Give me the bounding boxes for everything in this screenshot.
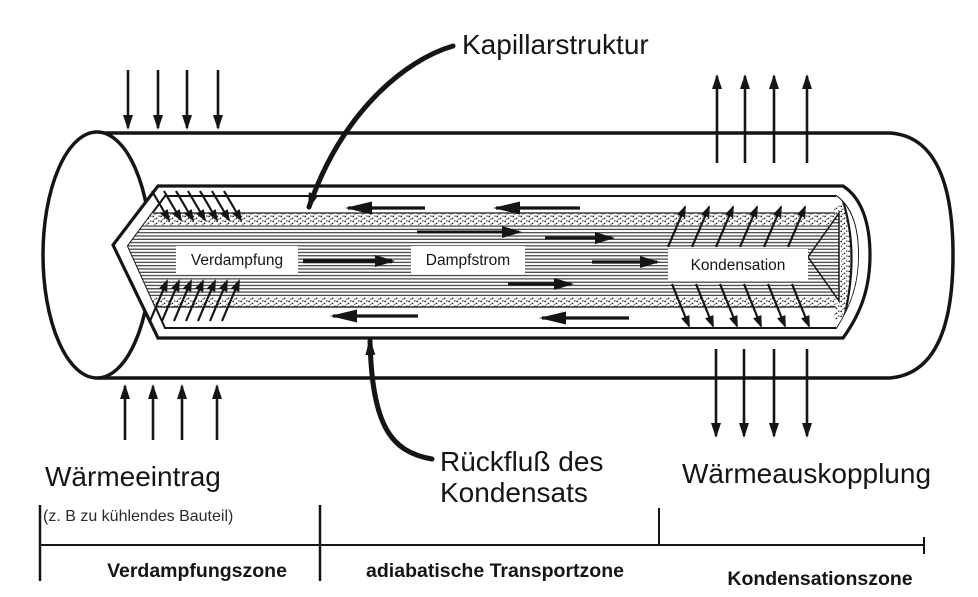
evap-arrow <box>175 190 195 222</box>
cond-arrow <box>718 283 739 328</box>
condensation-arrows <box>666 205 811 328</box>
verdampfung-box <box>176 246 298 273</box>
heat-output-label: Wärmeauskopplung <box>682 458 931 489</box>
cond-arrow <box>738 205 759 248</box>
label-box-verdampfung: Verdampfung <box>176 246 298 273</box>
kondensation-box <box>668 249 808 280</box>
cond-arrow <box>790 283 811 328</box>
heat-in-arrows-bottom <box>120 384 222 440</box>
condensate-return-label-line1: Rückfluß des <box>440 446 603 477</box>
cond-arrow <box>694 283 715 328</box>
heat-input-note: (z. B zu kühlendes Bauteil) <box>43 508 233 525</box>
condensate-return-arrows <box>330 201 629 325</box>
capillary-band-bottom <box>128 297 858 308</box>
evap-arrow <box>172 279 193 322</box>
cond-arrow <box>786 205 807 248</box>
label-box-dampfstrom: Dampfstrom <box>411 246 525 273</box>
evap-arrow <box>163 190 183 222</box>
zone-label-evaporation: Verdampfungszone <box>107 560 287 582</box>
cond-arrow <box>690 205 711 248</box>
heat-in-arrows-top <box>123 70 223 130</box>
cond-arrow <box>742 283 763 328</box>
evap-arrow <box>160 279 181 322</box>
cond-arrow <box>714 205 735 248</box>
condensate-return-label-line2: Kondensats <box>440 477 588 508</box>
evap-arrow <box>211 190 231 222</box>
cond-arrow <box>766 283 787 328</box>
cut-face-wall-arc <box>840 197 853 327</box>
evap-arrow <box>184 279 205 322</box>
capillary-band-top <box>128 212 858 225</box>
evap-arrow <box>196 279 217 322</box>
evap-arrow <box>187 190 207 222</box>
evap-arrow <box>151 190 171 222</box>
zone-label-adiabatic: adiabatische Transportzone <box>366 560 624 582</box>
capillary-structure-label: Kapillarstruktur <box>462 29 649 60</box>
evap-arrow <box>223 190 243 222</box>
cut-face-vapor-cone <box>807 210 840 304</box>
pointer-kapillarstruktur <box>306 43 456 210</box>
cut-face-wick-ring <box>833 204 852 322</box>
pipe-body-outline <box>97 131 955 380</box>
kondensation-label: Kondensation <box>691 257 786 274</box>
cond-arrow <box>762 205 783 248</box>
dampfstrom-label: Dampfstrom <box>426 252 510 269</box>
heat-out-arrows-bottom <box>711 349 812 438</box>
heat-input-label: Wärmeeintrag <box>45 461 221 492</box>
pointer-rueckfluss <box>365 338 435 462</box>
evap-arrow <box>199 190 219 222</box>
heat-out-arrows-top <box>712 74 812 163</box>
evap-arrow <box>220 279 241 322</box>
evap-arrow <box>148 279 169 322</box>
dampfstrom-box <box>411 246 525 273</box>
evap-arrow <box>208 279 229 322</box>
verdampfung-label: Verdampfung <box>191 252 283 269</box>
zone-label-condensation: Kondensationszone <box>727 568 912 590</box>
vapor-flow-arrows <box>303 226 660 290</box>
evaporation-arrows <box>148 190 243 322</box>
cond-arrow <box>666 205 687 248</box>
zone-scale <box>38 505 925 581</box>
cond-arrow <box>670 283 691 328</box>
label-box-kondensation: Kondensation <box>668 249 808 280</box>
